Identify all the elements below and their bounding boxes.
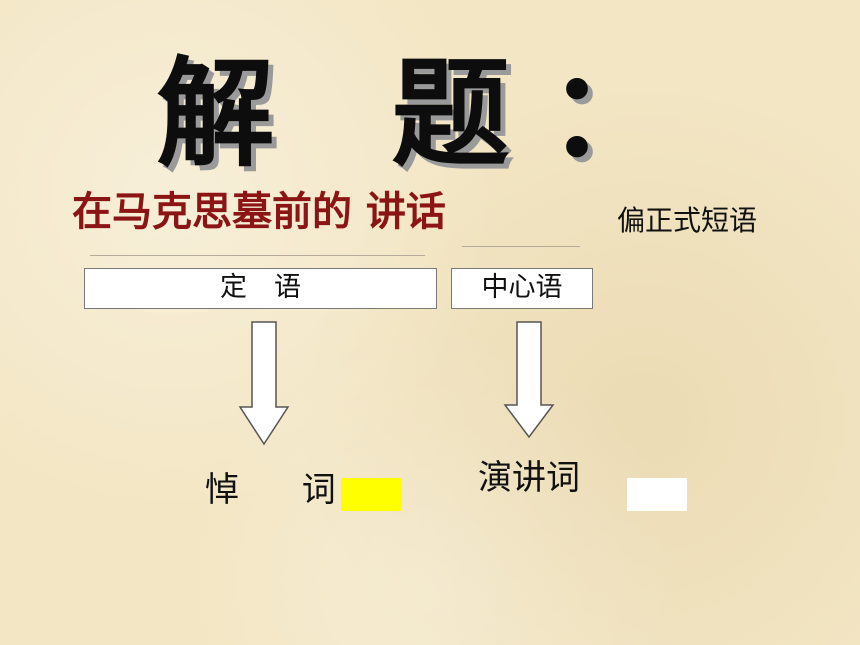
modifier-underline [90,255,425,256]
modifier-box: 定 语 [84,268,437,309]
slide-title: 解 题： [156,45,704,183]
down-arrow-icon [238,321,290,446]
head-box: 中心语 [451,268,593,309]
head-answer: 演讲词 [478,458,580,498]
blank-swatch [627,478,687,511]
highlight-swatch [341,478,402,511]
head-underline [462,246,580,247]
phrase-text: 在马克思墓前的 讲话 [72,189,446,235]
down-arrow-icon [503,321,555,439]
phrase-type-label: 偏正式短语 [617,204,758,237]
modifier-answer: 悼 词 [205,470,362,510]
